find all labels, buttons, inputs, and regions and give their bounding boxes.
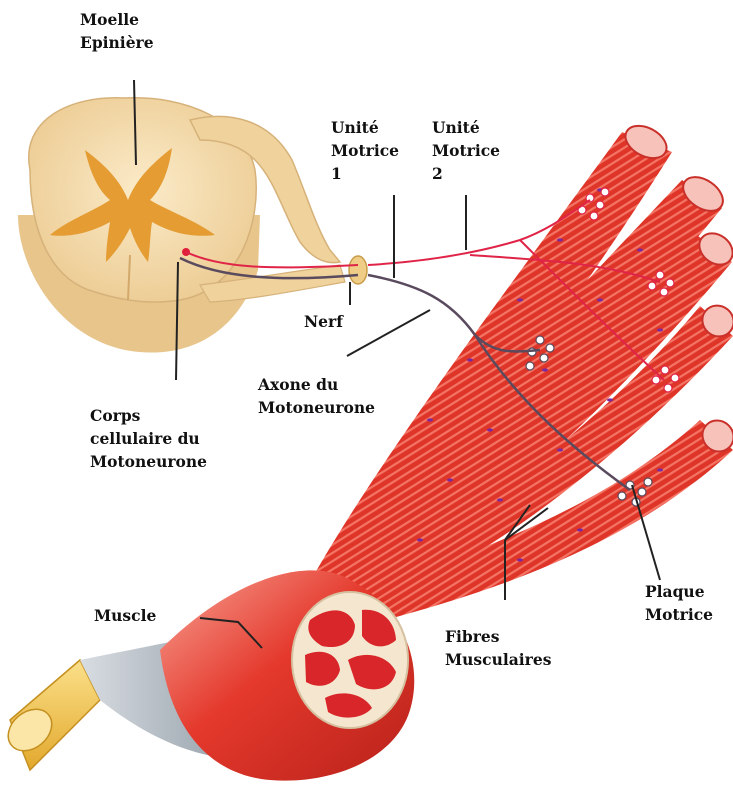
label-corps-cellulaire: Corps cellulaire du Motoneurone (90, 404, 207, 473)
label-muscle: Muscle (94, 604, 156, 627)
whole-muscle (0, 570, 414, 780)
label-plaque-motrice: Plaque Motrice (645, 580, 713, 626)
label-unite-motrice-1: Unité Motrice 1 (331, 116, 399, 185)
label-unite-motrice-2: Unité Motrice 2 (432, 116, 500, 185)
label-fibres-musculaires: Fibres Musculaires (445, 625, 551, 671)
label-moelle-epiniere: Moelle Epinière (80, 8, 154, 54)
label-nerf: Nerf (304, 310, 343, 333)
label-axone-motoneurone: Axone du Motoneurone (258, 373, 375, 419)
